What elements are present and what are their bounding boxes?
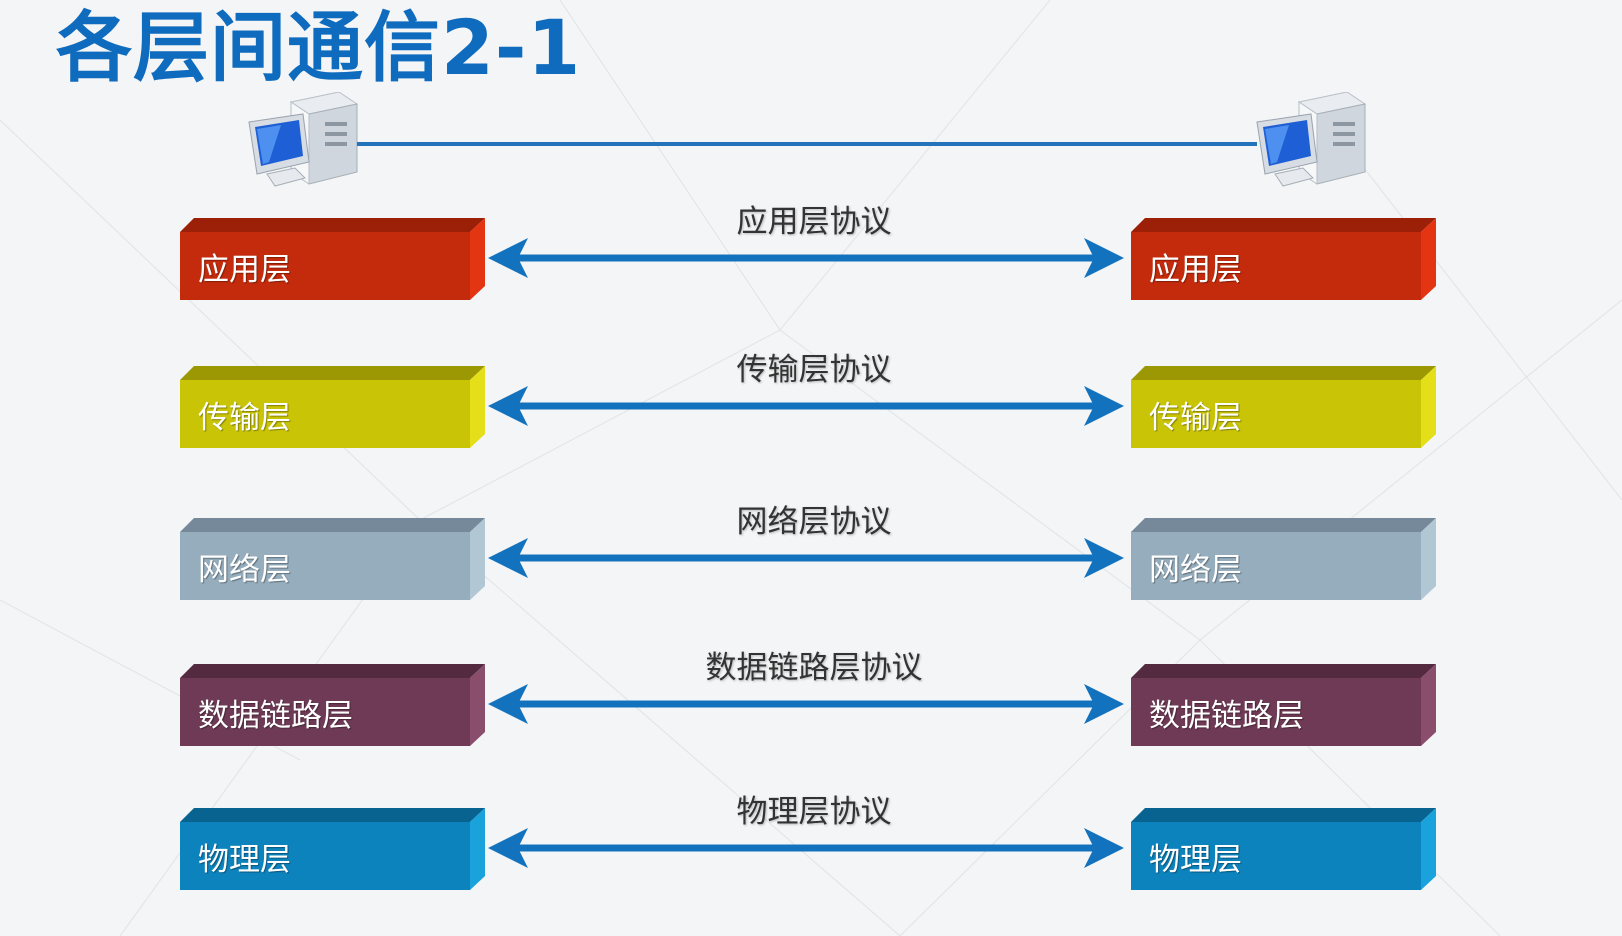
double-arrow <box>488 682 1124 726</box>
protocol-label: 应用层协议 <box>736 204 892 240</box>
right-block-label: 物理层 <box>1149 842 1242 878</box>
left-block-label: 网络层 <box>198 552 291 588</box>
right-block-1: 应用层 <box>1131 218 1436 300</box>
left-block-1: 应用层 <box>180 218 485 300</box>
right-block-label: 数据链路层 <box>1149 698 1304 734</box>
right-computer-icon <box>1255 91 1367 194</box>
right-block-4: 数据链路层 <box>1131 664 1436 746</box>
left-block-5: 物理层 <box>180 808 485 890</box>
left-block-label: 应用层 <box>198 252 291 288</box>
right-block-5: 物理层 <box>1131 808 1436 890</box>
protocol-label: 传输层协议 <box>736 352 892 388</box>
left-block-3: 网络层 <box>180 518 485 600</box>
right-block-2: 传输层 <box>1131 366 1436 448</box>
left-block-label: 物理层 <box>198 842 291 878</box>
right-block-3: 网络层 <box>1131 518 1436 600</box>
protocol-label: 数据链路层协议 <box>705 650 923 686</box>
right-block-label: 应用层 <box>1149 252 1242 288</box>
left-computer-icon <box>247 91 359 194</box>
left-block-4: 数据链路层 <box>180 664 485 746</box>
double-arrow <box>488 826 1124 870</box>
left-block-2: 传输层 <box>180 366 485 448</box>
left-block-label: 数据链路层 <box>198 698 353 734</box>
right-block-label: 传输层 <box>1149 400 1242 436</box>
protocol-label: 网络层协议 <box>736 504 892 540</box>
protocol-label: 物理层协议 <box>736 794 892 830</box>
double-arrow <box>488 236 1124 280</box>
page-title: 各层间通信2-1 <box>56 3 582 92</box>
network-connection-line <box>357 142 1257 146</box>
left-block-label: 传输层 <box>198 400 291 436</box>
double-arrow <box>488 536 1124 580</box>
double-arrow <box>488 384 1124 428</box>
right-block-label: 网络层 <box>1149 552 1242 588</box>
